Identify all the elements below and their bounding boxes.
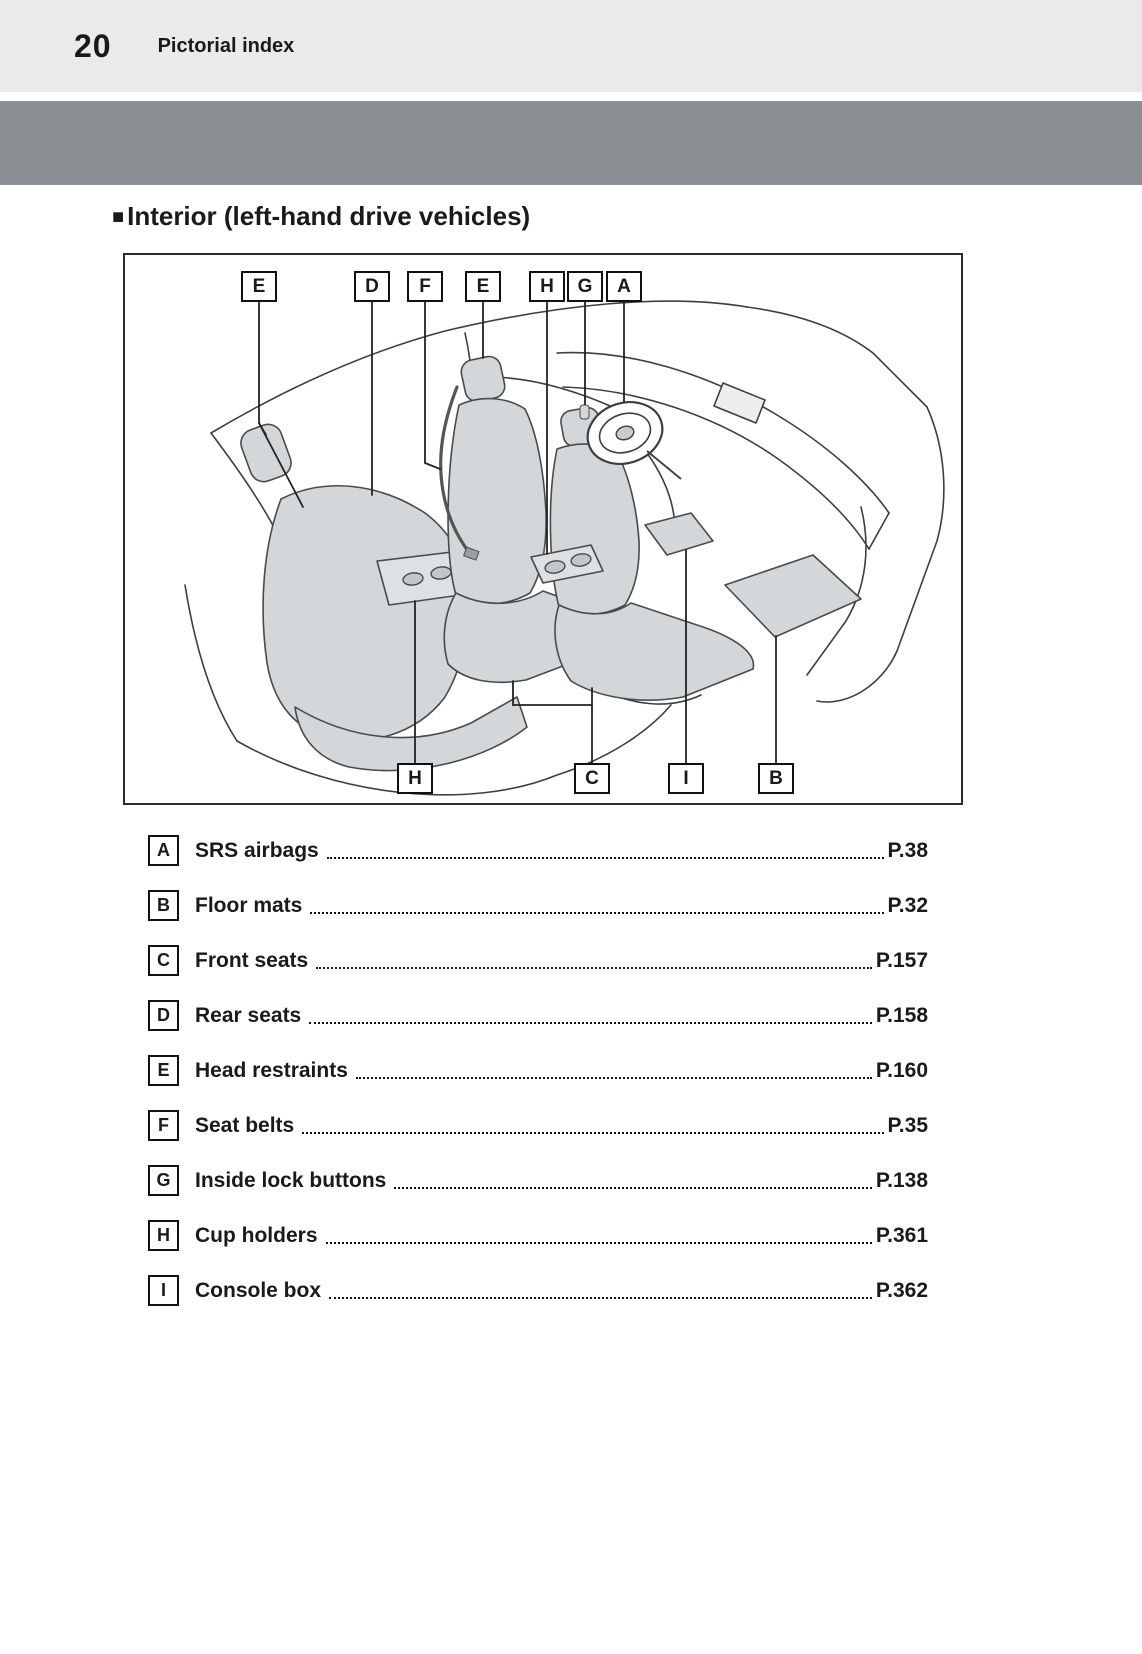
dotted-leader (355, 1076, 872, 1079)
dotted-leader (310, 911, 884, 914)
page-reference: P.158 (875, 1003, 928, 1027)
index-letter-box: B (148, 890, 179, 921)
page-reference: P.32 (887, 893, 929, 917)
index-letter-box: I (148, 1275, 179, 1306)
index-row-e: E Head restraints P.160 (148, 1043, 928, 1098)
page-number: 20 (74, 27, 112, 64)
index-letter-box: H (148, 1220, 179, 1251)
index-label: Inside lock buttons (195, 1168, 387, 1192)
callout-label-h2: H (397, 763, 433, 794)
dotted-leader (329, 1296, 872, 1299)
index-row-b: B Floor mats P.32 (148, 878, 928, 933)
page-reference: P.157 (875, 948, 928, 972)
page-reference: P.38 (887, 838, 929, 862)
page-reference: P.160 (875, 1058, 928, 1082)
callout-label-h1: H (529, 271, 565, 302)
index-row-a: A SRS airbags P.38 (148, 823, 928, 878)
index-letter-box: C (148, 945, 179, 976)
seat-belt-buckle (463, 546, 480, 561)
index-row-c: C Front seats P.157 (148, 933, 928, 988)
index-letter-box: D (148, 1000, 179, 1031)
steering-column (646, 450, 682, 480)
index-label: Floor mats (195, 893, 303, 917)
dotted-leader (302, 1131, 884, 1134)
page-reference: P.138 (875, 1168, 928, 1192)
page-reference: P.361 (875, 1223, 928, 1247)
callout-label-e2: E (465, 271, 501, 302)
dotted-leader (325, 1241, 872, 1244)
index-label: Rear seats (195, 1003, 302, 1027)
section-divider-band (0, 101, 1142, 185)
page-reference: P.362 (875, 1278, 928, 1302)
section-bullet-icon: ■ (112, 205, 125, 228)
steering-wheel (586, 401, 664, 465)
callout-lines (258, 301, 777, 764)
section-heading: ■ Interior (left-hand drive vehicles) (112, 201, 1142, 232)
page-header: 20 Pictorial index (0, 0, 1142, 92)
callout-label-e1: E (241, 271, 277, 302)
pictorial-index-list: A SRS airbags P.38 B Floor mats P.32 C F… (148, 823, 928, 1318)
page-reference: P.35 (887, 1113, 929, 1137)
index-letter-box: E (148, 1055, 179, 1086)
index-row-d: D Rear seats P.158 (148, 988, 928, 1043)
seat-belt (439, 385, 473, 557)
index-label: Console box (195, 1278, 322, 1302)
index-label: Cup holders (195, 1223, 318, 1247)
index-row-i: I Console box P.362 (148, 1263, 928, 1318)
index-letter-box: G (148, 1165, 179, 1196)
interior-line-art (184, 300, 945, 796)
index-row-h: H Cup holders P.361 (148, 1208, 928, 1263)
dotted-leader (309, 1021, 872, 1024)
callout-label-f: F (407, 271, 443, 302)
cup-holder-openings (402, 553, 592, 586)
door-lock-knob (579, 404, 590, 420)
dotted-leader (394, 1186, 872, 1189)
index-letter-box: A (148, 835, 179, 866)
index-letter-box: F (148, 1110, 179, 1141)
interior-diagram: E D F E H G A H C I B (123, 253, 963, 805)
index-row-f: F Seat belts P.35 (148, 1098, 928, 1153)
dotted-leader (326, 856, 884, 859)
callout-label-c: C (574, 763, 610, 794)
index-label: Seat belts (195, 1113, 295, 1137)
callout-label-d: D (354, 271, 390, 302)
callout-label-i: I (668, 763, 704, 794)
callout-label-b: B (758, 763, 794, 794)
index-label: Front seats (195, 948, 309, 972)
callout-label-a: A (606, 271, 642, 302)
index-row-g: G Inside lock buttons P.138 (148, 1153, 928, 1208)
callout-label-g: G (567, 271, 603, 302)
dotted-leader (316, 966, 872, 969)
index-label: SRS airbags (195, 838, 319, 862)
index-label: Head restraints (195, 1058, 348, 1082)
section-heading-text: Interior (left-hand drive vehicles) (127, 201, 531, 231)
chapter-title: Pictorial index (157, 34, 295, 57)
